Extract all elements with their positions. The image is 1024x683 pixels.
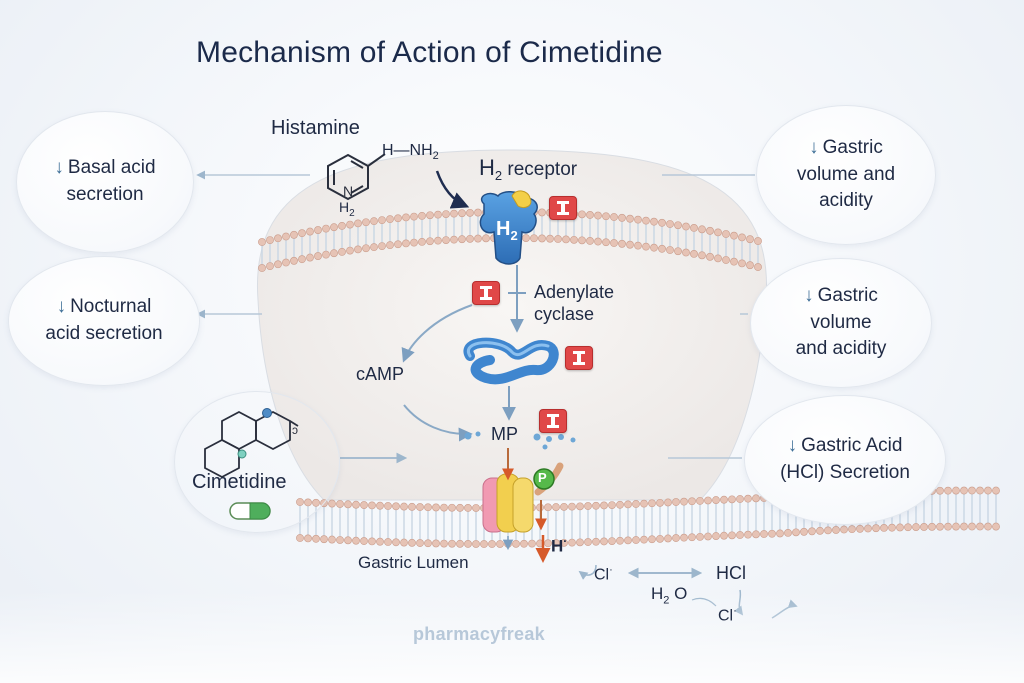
down-arrow-icon: ↓ [809,136,819,158]
h2o-label: H2 O [651,584,688,607]
inhibit-mp-icon [539,409,567,433]
effect-gastric-acid-secretion: ↓Gastric Acid (HCl) Secretion [744,395,946,525]
histamine-label: Histamine [271,117,360,139]
down-arrow-icon: ↓ [54,157,64,179]
h2-receptor-badge: H2 [496,218,518,243]
gastric-lumen-label: Gastric Lumen [358,553,469,572]
inhibit-cyclase-icon [472,281,500,305]
effect-line: Gastric [817,284,878,306]
cimetidine-label: Cimetidine [192,471,287,493]
watermark: pharmacyfreak [413,624,545,644]
h2-receptor-shape [479,190,538,265]
adenylate-label: Adenylate [534,282,615,302]
down-arrow-icon: ↓ [804,284,814,306]
histamine-nh2: H—NH2 [382,142,439,163]
effect-line: Gastric [822,136,883,158]
h2-receptor-label: H2 receptor [479,155,578,183]
effect-gastric-volume-1: ↓Gastric volume and acidity [756,105,936,245]
cl-ion-label: Cl· [594,564,613,584]
effect-line: volume and [796,163,896,185]
effect-basal-acid: ↓Basal acid secretion [16,111,194,253]
effect-line: secretion [66,184,144,205]
camp-label: cAMP [356,364,405,384]
effect-nocturnal-acid: ↓Nocturnal acid secretion [8,256,200,386]
inhibit-protein-icon [565,346,593,370]
svg-text:N: N [343,183,353,199]
proton-pump [482,462,564,533]
effect-line: Basal acid [67,157,156,179]
effect-gastric-volume-2: ↓Gastric volume and acidity [750,258,932,388]
hcl-label: HCl [716,563,746,583]
cl-ion-label-2: Cl· [718,605,737,625]
histamine-h2: H2 [339,199,355,219]
down-arrow-icon: ↓ [56,296,67,318]
effect-line: acid secretion [45,323,163,344]
effect-line: volume [810,311,872,333]
effect-line: (HCl) Secretion [780,462,910,483]
cimetidine-bubble [174,391,340,533]
inhibit-receptor-icon [549,196,577,220]
effect-line: acidity [819,190,873,212]
effect-line: Gastric Acid [801,435,903,457]
down-arrow-icon: ↓ [787,435,798,457]
page-title: Mechanism of Action of Cimetidine [196,36,663,69]
histamine-structure [327,153,386,201]
effect-line: Nocturnal [70,296,152,318]
h-ion-label: H· [551,534,568,556]
mp-label: MP [491,424,518,444]
effect-line: and acidity [795,338,887,360]
phosphate-badge: P [538,470,547,485]
cyclase-label: cyclase [534,304,595,324]
